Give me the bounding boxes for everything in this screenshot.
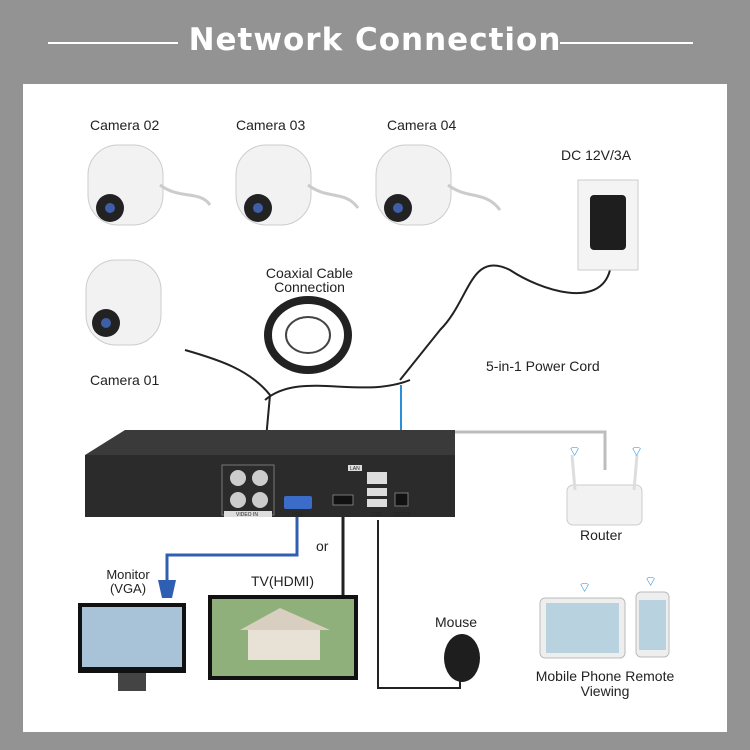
camera-04-image: [375, 144, 502, 226]
wifi-icon: ⌔: [630, 443, 643, 459]
title-rule-right: [560, 42, 693, 44]
or-label: or: [316, 538, 329, 554]
mobile-label-line1: Mobile Phone Remote: [535, 668, 675, 684]
camera-01-image: [85, 259, 162, 346]
mobile-label: Mobile Phone Remote Viewing: [520, 669, 690, 699]
port-usb-label: USB: [371, 512, 382, 518]
port-vga-label: VGA: [292, 512, 303, 518]
vga-cable: [165, 515, 299, 580]
tv-label: TV(HDMI): [251, 573, 314, 589]
mobile-label-line2: Viewing: [580, 683, 630, 699]
dvr-recorder: LAN VIDEO IN VGA USB DC12V: [85, 430, 455, 518]
power-adapter-image: [577, 179, 639, 271]
power-cord-label: 5-in-1 Power Cord: [486, 358, 600, 374]
camera-03-image: [235, 144, 360, 226]
monitor-label-line1: Monitor: [106, 567, 150, 582]
monitor-label: Monitor (VGA): [98, 568, 158, 596]
coaxial-cable-reel-image: [264, 296, 352, 374]
page-title: Network Connection: [188, 22, 562, 58]
wifi-icon: ⌔: [644, 573, 657, 589]
power-adapter-label: DC 12V/3A: [561, 147, 632, 163]
coax-label: Coaxial Cable Connection: [252, 266, 367, 294]
router-image: ⌔ ⌔: [566, 443, 643, 526]
camera-03-label: Camera 03: [236, 117, 306, 133]
camera-02-image: [87, 144, 212, 226]
usb-cable: [377, 520, 461, 689]
tv-image: [208, 595, 358, 680]
mouse-label: Mouse: [435, 614, 478, 630]
camera-04-label: Camera 04: [387, 117, 457, 133]
wifi-icon: ⌔: [578, 579, 591, 595]
coax-cable-camera01: [184, 349, 272, 451]
monitor-image: [78, 580, 186, 691]
coax-cable-loop: [264, 379, 411, 401]
port-lan-label: LAN: [350, 466, 360, 472]
title-rule-left: [48, 42, 178, 44]
router-label: Router: [580, 527, 623, 543]
monitor-label-line2: (VGA): [109, 581, 147, 596]
mouse-image: [444, 634, 480, 682]
port-dc-label: DC12V: [395, 512, 412, 518]
power-cord: [399, 264, 611, 381]
mobile-devices-image: ⌔ ⌔: [539, 573, 670, 659]
camera-02-label: Camera 02: [90, 117, 160, 133]
coax-label-line2: Connection: [274, 279, 345, 295]
coax-label-line1: Coaxial Cable: [265, 265, 354, 281]
port-video-in-label: VIDEO IN: [236, 512, 258, 518]
wifi-icon: ⌔: [568, 443, 581, 459]
camera-01-label: Camera 01: [90, 372, 160, 388]
